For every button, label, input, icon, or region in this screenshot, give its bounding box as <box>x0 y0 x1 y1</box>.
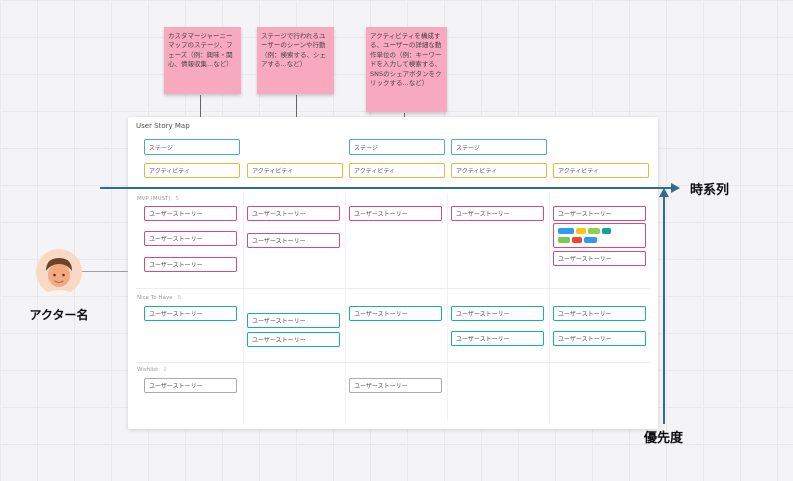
person-avatar-icon <box>36 249 82 295</box>
section-label-wishlist[interactable]: Wishlist 2 <box>137 367 167 373</box>
section-name: MVP (MUST) <box>137 196 171 202</box>
card-label: ユーザーストーリー <box>149 262 203 269</box>
card-label: ユーザーストーリー <box>456 311 510 318</box>
column-divider <box>243 193 244 422</box>
priority-axis-label[interactable]: 優先度 <box>644 431 684 446</box>
arrowhead-up-icon <box>659 188 669 197</box>
section-count: 2 <box>163 367 167 373</box>
section-divider <box>136 362 650 363</box>
section-count: 8 <box>177 295 181 301</box>
user-story-card[interactable]: ユーザーストーリー <box>553 331 646 346</box>
activity-label: アクティビティ <box>456 168 497 175</box>
stage-label: ステージ <box>354 144 378 152</box>
card-tag[interactable] <box>576 228 586 234</box>
user-story-card[interactable]: ユーザーストーリー <box>451 331 544 346</box>
actor-avatar[interactable] <box>36 249 82 295</box>
user-story-card[interactable]: ユーザーストーリー <box>349 306 442 321</box>
sticky-note-activity[interactable]: アクティビティを構成する、ユーザーの詳細な動作単位の（例：キーワードを入力して検… <box>366 27 447 112</box>
card-label: ユーザーストーリー <box>558 211 612 218</box>
user-story-card[interactable]: ユーザーストーリー <box>349 206 442 221</box>
card-tag[interactable] <box>584 237 597 243</box>
user-story-card[interactable]: ユーザーストーリー <box>144 257 237 272</box>
card-label: ユーザーストーリー <box>149 211 203 218</box>
section-divider <box>136 288 650 289</box>
user-story-card[interactable]: ユーザーストーリー <box>144 206 237 221</box>
stage-label: ステージ <box>149 144 173 152</box>
tag-row <box>558 237 642 243</box>
section-name: Nice To Have <box>137 295 173 301</box>
user-story-card[interactable]: ユーザーストーリー <box>144 378 237 393</box>
card-label: ユーザーストーリー <box>558 336 612 343</box>
card-tag[interactable] <box>588 228 600 234</box>
user-story-card[interactable]: ユーザーストーリー <box>247 332 340 347</box>
user-story-card[interactable]: ユーザーストーリー <box>144 231 237 246</box>
column-divider <box>447 193 448 422</box>
activity-label: アクティビティ <box>558 168 599 175</box>
card-label: ユーザーストーリー <box>149 311 203 318</box>
actor-name-label[interactable]: アクター名 <box>29 308 89 322</box>
stage-label: ステージ <box>456 144 480 152</box>
card-tag[interactable] <box>558 237 570 243</box>
activity-label: アクティビティ <box>149 168 190 175</box>
sticky-note-scene[interactable]: ステージで行われるユーザーのシーンや行動（例：検索する、シェアする...など） <box>257 27 334 94</box>
card-label: ユーザーストーリー <box>354 383 408 390</box>
user-story-card[interactable]: ユーザーストーリー <box>553 206 646 221</box>
activity-box[interactable]: アクティビティ <box>349 163 445 178</box>
tag-row <box>558 228 642 234</box>
card-label: ユーザーストーリー <box>252 238 306 245</box>
card-label: ユーザーストーリー <box>456 211 510 218</box>
card-label: ユーザーストーリー <box>558 311 612 318</box>
activity-label: アクティビティ <box>252 168 293 175</box>
user-story-map-frame[interactable]: User Story Map ステージ ステージ ステージ アクティビティ アク… <box>128 117 658 429</box>
stage-box[interactable]: ステージ <box>144 139 240 155</box>
column-divider <box>345 193 346 422</box>
card-label: ユーザーストーリー <box>354 311 408 318</box>
frame-title[interactable]: User Story Map <box>136 122 190 130</box>
activity-box[interactable]: アクティビティ <box>553 163 649 178</box>
arrowhead-right-icon <box>671 183 680 193</box>
user-story-card[interactable]: ユーザーストーリー <box>553 251 646 266</box>
actor-connector-line[interactable] <box>82 271 128 272</box>
card-tag[interactable] <box>558 228 574 234</box>
priority-axis-arrow[interactable] <box>663 196 665 424</box>
activity-box[interactable]: アクティビティ <box>144 163 240 178</box>
column-divider <box>549 193 550 422</box>
card-label: ユーザーストーリー <box>558 256 612 263</box>
activity-box[interactable]: アクティビティ <box>451 163 547 178</box>
user-story-card[interactable]: ユーザーストーリー <box>553 306 646 321</box>
sticky-note-stage[interactable]: カスタマージャーニーマップのステージ、フェーズ（例：興味・関心、情報収集...な… <box>164 27 241 94</box>
user-story-card[interactable]: ユーザーストーリー <box>247 233 340 248</box>
section-name: Wishlist <box>137 367 159 373</box>
card-label: ユーザーストーリー <box>456 336 510 343</box>
card-label: ユーザーストーリー <box>149 383 203 390</box>
user-story-card[interactable]: ユーザーストーリー <box>451 306 544 321</box>
section-label-nice-to-have[interactable]: Nice To Have 8 <box>137 295 181 301</box>
connector-line <box>200 95 201 135</box>
card-label: ユーザーストーリー <box>149 236 203 243</box>
timeline-axis-label[interactable]: 時系列 <box>690 183 730 198</box>
card-label: ユーザーストーリー <box>252 211 306 218</box>
activity-box[interactable]: アクティビティ <box>247 163 343 178</box>
stage-box[interactable]: ステージ <box>451 139 547 155</box>
user-story-card[interactable]: ユーザーストーリー <box>349 378 442 393</box>
user-story-card[interactable]: ユーザーストーリー <box>247 313 340 328</box>
section-label-mvp[interactable]: MVP (MUST) 5 <box>137 196 179 202</box>
card-label: ユーザーストーリー <box>354 211 408 218</box>
user-story-card[interactable]: ユーザーストーリー <box>144 306 237 321</box>
stage-box[interactable]: ステージ <box>349 139 445 155</box>
card-label: ユーザーストーリー <box>252 337 306 344</box>
timeline-axis-arrow[interactable] <box>100 187 672 189</box>
section-count: 5 <box>175 196 180 202</box>
user-story-tag-card[interactable] <box>553 223 646 248</box>
card-tag[interactable] <box>572 237 582 243</box>
user-story-card[interactable]: ユーザーストーリー <box>247 206 340 221</box>
user-story-card[interactable]: ユーザーストーリー <box>451 206 544 221</box>
card-tag[interactable] <box>602 228 611 234</box>
card-label: ユーザーストーリー <box>252 318 306 325</box>
activity-label: アクティビティ <box>354 168 395 175</box>
